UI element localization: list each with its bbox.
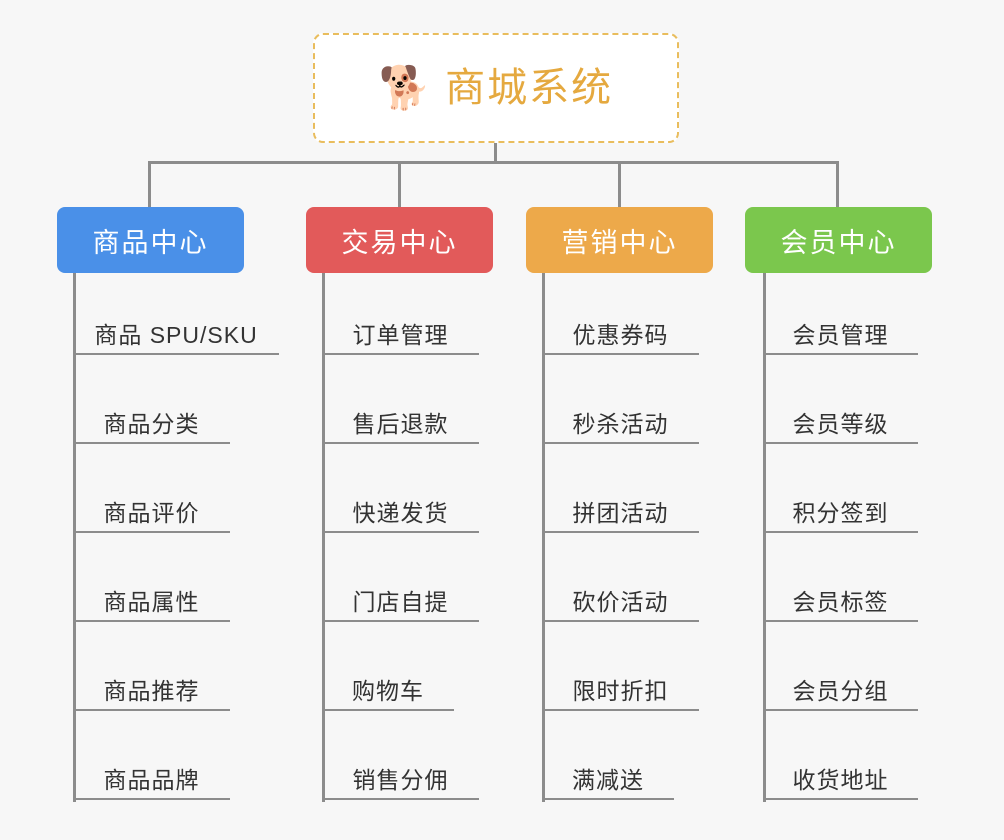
leaf-item[interactable]: 购物车 [322,671,454,711]
leaf-item[interactable]: 满减送 [542,760,674,800]
branch-header-member-center[interactable]: 会员中心 [745,207,932,273]
branch-drop-trade-center [398,161,401,207]
leaf-item[interactable]: 会员分组 [763,671,918,711]
leaf-item[interactable]: 砍价活动 [542,582,699,622]
leaf-item[interactable]: 收货地址 [763,760,918,800]
branch-trunk-trade-center [322,273,325,802]
branch-header-trade-center[interactable]: 交易中心 [306,207,493,273]
branch-connector-bus [148,161,838,164]
leaf-item[interactable]: 商品推荐 [73,671,230,711]
leaf-item[interactable]: 会员等级 [763,404,918,444]
branch-header-product-center[interactable]: 商品中心 [57,207,244,273]
branch-trunk-marketing-center [542,273,545,802]
shiba-dog-face-icon: 🐕 [378,64,432,111]
leaf-item[interactable]: 拼团活动 [542,493,699,533]
root-connector-stem [494,143,497,164]
leaf-item[interactable]: 会员管理 [763,315,918,355]
branch-header-marketing-center[interactable]: 营销中心 [526,207,713,273]
branch-drop-product-center [148,161,151,207]
leaf-item[interactable]: 商品品牌 [73,760,230,800]
branch-trunk-product-center [73,273,76,802]
branch-drop-marketing-center [618,161,621,207]
root-title: 商城系统 [445,66,614,110]
leaf-item[interactable]: 售后退款 [322,404,479,444]
leaf-item[interactable]: 限时折扣 [542,671,699,711]
leaf-item[interactable]: 积分签到 [763,493,918,533]
leaf-item[interactable]: 门店自提 [322,582,479,622]
leaf-item[interactable]: 订单管理 [322,315,479,355]
leaf-item[interactable]: 商品 SPU/SKU [73,315,279,355]
leaf-item[interactable]: 快递发货 [322,493,479,533]
leaf-item[interactable]: 会员标签 [763,582,918,622]
root-node[interactable]: 🐕 商城系统 [313,33,679,143]
leaf-item[interactable]: 商品分类 [73,404,230,444]
leaf-item[interactable]: 销售分佣 [322,760,479,800]
leaf-item[interactable]: 商品属性 [73,582,230,622]
leaf-item[interactable]: 优惠券码 [542,315,699,355]
branch-drop-member-center [836,161,839,207]
leaf-item[interactable]: 商品评价 [73,493,230,533]
leaf-item[interactable]: 秒杀活动 [542,404,699,444]
branch-trunk-member-center [763,273,766,802]
